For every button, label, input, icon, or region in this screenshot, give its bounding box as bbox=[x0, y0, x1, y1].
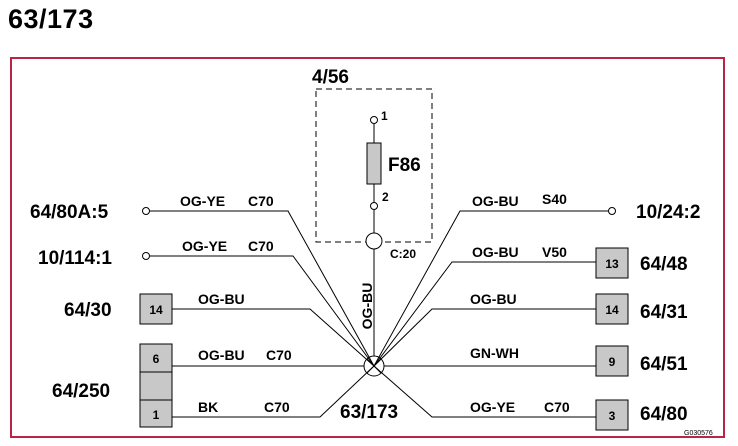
left-wire-64-30 bbox=[172, 308, 375, 367]
right-conn-10-24-2: S40 bbox=[542, 191, 567, 207]
right-terminal-10-24-2 bbox=[608, 207, 616, 215]
splice-label: 63/173 bbox=[340, 402, 398, 423]
right-conn-64-80: C70 bbox=[544, 399, 570, 415]
right-wire-64-31 bbox=[373, 308, 596, 367]
left-conn-10-114-1: C70 bbox=[248, 238, 274, 254]
right-pin-box-64-48 bbox=[595, 247, 629, 279]
fuse-box-outline bbox=[315, 88, 433, 243]
left-ref-10-114-1: 10/114:1 bbox=[38, 248, 112, 269]
left-conn-64-250-b: C70 bbox=[264, 399, 290, 415]
right-ref-10-24-2: 10/24:2 bbox=[636, 202, 700, 223]
fuse-box-ref: 4/56 bbox=[312, 67, 349, 88]
left-pin-box-64-250 bbox=[139, 343, 173, 428]
diagram-frame bbox=[10, 57, 725, 438]
right-pin-box-64-31 bbox=[595, 293, 629, 325]
left-pin-64-30: 14 bbox=[149, 303, 163, 317]
right-pin-64-51: 9 bbox=[609, 355, 616, 369]
fuse-pin2-label: 2 bbox=[382, 190, 389, 204]
fuse-pin2-terminal bbox=[370, 202, 378, 210]
connector-c20-label: C:20 bbox=[390, 247, 416, 261]
right-wire-10-24-2 bbox=[373, 210, 608, 367]
right-wire-color-64-80: OG-YE bbox=[470, 399, 515, 415]
left-pin-64-250-a: 6 bbox=[153, 352, 160, 366]
left-wire-color-64-80a-5: OG-YE bbox=[180, 193, 225, 209]
right-pin-64-31: 14 bbox=[605, 303, 619, 317]
right-wire-64-80 bbox=[373, 365, 596, 418]
left-conn-64-250-a: C70 bbox=[266, 347, 292, 363]
left-ref-64-250: 64/250 bbox=[52, 381, 110, 402]
left-conn-64-80a-5: C70 bbox=[248, 193, 274, 209]
right-pin-64-48: 13 bbox=[605, 257, 619, 271]
right-wire-64-48 bbox=[373, 261, 596, 367]
left-wire-64-80a-5 bbox=[150, 210, 375, 367]
right-pin-box-64-51 bbox=[595, 345, 629, 377]
right-ref-64-51: 64/51 bbox=[640, 354, 688, 375]
right-conn-64-48: V50 bbox=[542, 244, 567, 260]
left-terminal-64-80a-5 bbox=[142, 207, 150, 215]
connector-c20 bbox=[365, 232, 383, 250]
right-ref-64-48: 64/48 bbox=[640, 254, 688, 275]
right-ref-64-80: 64/80 bbox=[640, 404, 688, 425]
right-wire-color-64-48: OG-BU bbox=[472, 244, 519, 260]
fuse-pin1-label: 1 bbox=[381, 109, 388, 123]
left-wire-color-10-114-1: OG-YE bbox=[182, 238, 227, 254]
right-wire-color-64-51: GN-WH bbox=[470, 345, 519, 361]
fuse-name: F86 bbox=[388, 155, 421, 176]
left-terminal-10-114-1 bbox=[142, 252, 150, 260]
left-ref-64-80a-5: 64/80A:5 bbox=[30, 202, 109, 223]
left-wire-color-64-250-b: BK bbox=[198, 399, 218, 415]
left-wire-color-64-250-a: OG-BU bbox=[198, 347, 245, 363]
left-pin-64-250-b: 1 bbox=[153, 408, 160, 422]
right-wire-color-64-31: OG-BU bbox=[470, 291, 517, 307]
right-pin-64-80: 3 bbox=[609, 409, 616, 423]
right-pin-box-64-80 bbox=[595, 399, 629, 431]
left-wire-color-64-30: OG-BU bbox=[198, 291, 245, 307]
right-ref-64-31: 64/31 bbox=[640, 302, 688, 323]
right-wire-color-10-24-2: OG-BU bbox=[472, 193, 519, 209]
image-code: G030576 bbox=[684, 430, 713, 437]
fuse-body bbox=[366, 142, 382, 185]
left-wire-10-114-1 bbox=[150, 255, 375, 367]
page-title: 63/173 bbox=[8, 4, 94, 34]
fuse-pin1-terminal bbox=[370, 116, 378, 124]
left-wire-64-250-b bbox=[172, 365, 375, 418]
left-ref-64-30: 64/30 bbox=[64, 300, 112, 321]
splice-feed-wire-color: OG-BU bbox=[359, 283, 375, 330]
